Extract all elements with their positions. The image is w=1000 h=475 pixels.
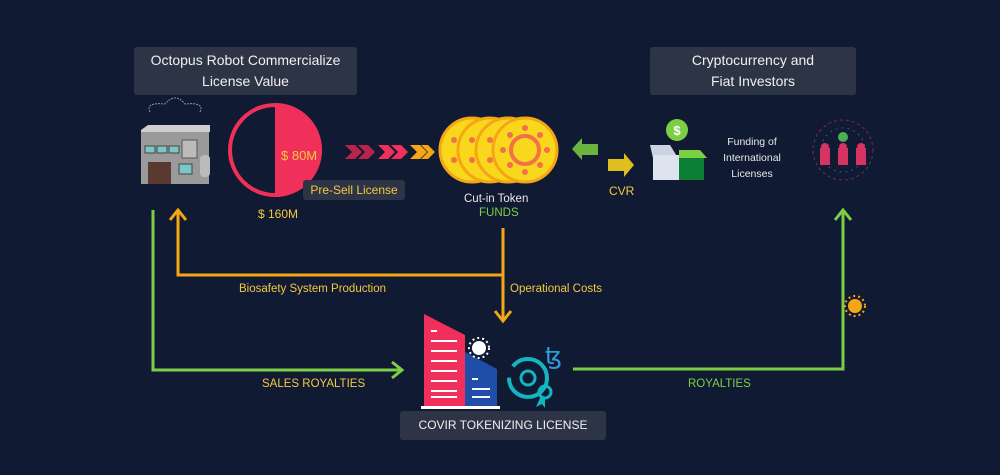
pre-sell-label: Pre-Sell License — [310, 182, 398, 197]
royalties-line — [573, 212, 845, 371]
chevron-arrows-icon — [345, 145, 435, 159]
license-value-box: Octopus Robot Commercialize License Valu… — [134, 47, 357, 95]
buildings-icon — [421, 314, 500, 409]
pre-sell-badge: Pre-Sell License — [303, 180, 405, 200]
royalties-label: ROYALTIES — [688, 378, 751, 390]
cut-in-token-label: Cut-in Token — [464, 193, 529, 205]
biosafety-label: Biosafety System Production — [239, 283, 387, 295]
pie-inner-label: $ 80M — [281, 148, 318, 163]
svg-text:$: $ — [673, 123, 681, 138]
investors-line2: Fiat Investors — [710, 73, 796, 89]
tezos-icon: ꜩ — [545, 342, 562, 370]
operational-costs-label: Operational Costs — [510, 283, 603, 295]
funding-label: Funding of International Licenses — [712, 134, 792, 182]
investors-box: Cryptocurrency and Fiat Investors — [650, 47, 856, 95]
license-value-pie — [228, 103, 322, 197]
sales-arrowhead — [391, 360, 405, 380]
token-coins-icon — [438, 116, 559, 184]
virus-token-icon — [844, 295, 866, 317]
funding-line3: Licenses — [731, 168, 773, 180]
factory-icon — [141, 97, 210, 184]
cvr-label: CVR — [609, 184, 635, 198]
pie-total-label: $ 160M — [258, 207, 299, 221]
funding-line1: Funding of — [727, 136, 777, 148]
tokenizing-license-label: COVIR TOKENIZING LICENSE — [418, 418, 588, 432]
investors-line1: Cryptocurrency and — [691, 52, 815, 68]
sales-royalties-label: SALES ROYALTIES — [262, 378, 366, 390]
funding-line2: International — [723, 152, 781, 164]
license-value-line2: License Value — [202, 73, 289, 89]
operational-arrowhead — [493, 310, 513, 324]
license-value-line1: Octopus Robot Commercialize — [150, 52, 341, 68]
license-certificate-icon — [507, 357, 553, 408]
funds-label: FUNDS — [479, 207, 519, 219]
royalties-arrowhead — [833, 207, 853, 221]
biosafety-arrowhead — [168, 207, 188, 221]
biosafety-line — [176, 212, 503, 277]
right-arrow-icon — [608, 153, 634, 177]
money-box-icon: $ — [650, 119, 707, 180]
left-arrow-icon — [572, 138, 598, 160]
sales-royalties-line — [151, 210, 400, 372]
investors-network-icon — [812, 119, 874, 181]
tokenizing-license-box: COVIR TOKENIZING LICENSE — [400, 411, 606, 440]
